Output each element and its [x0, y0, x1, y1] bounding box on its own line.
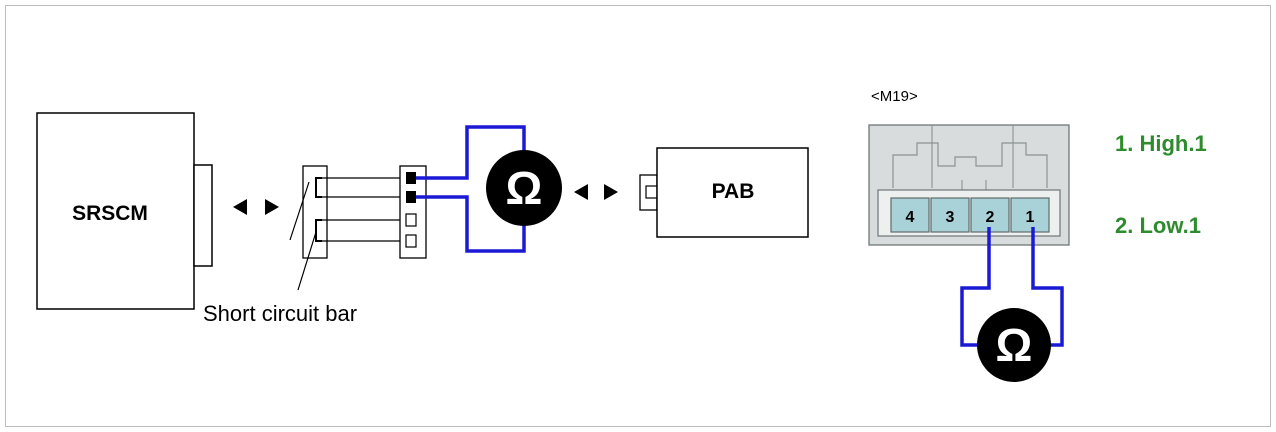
ohmmeter-icon: Ω [977, 308, 1051, 382]
ohmmeter-leads-2 [960, 227, 1064, 347]
harness-wires [322, 177, 403, 242]
connector-pin: 3 [930, 197, 970, 233]
pab-side-connector [399, 165, 427, 259]
srscm-label: SRSCM [72, 202, 148, 225]
connector-pin: 2 [970, 197, 1010, 233]
pin-number: 1 [1026, 209, 1035, 226]
pin-high-label: 1. High.1 [1115, 131, 1207, 156]
connector-name: <M19> [871, 88, 918, 105]
ohmmeter-leads-1 [416, 125, 526, 253]
pab-module: PAB [639, 147, 809, 238]
connector-pin: 1 [1010, 197, 1050, 233]
pin-number: 3 [946, 209, 955, 226]
ohm-symbol: Ω [996, 319, 1033, 371]
connector-pin: 4 [890, 197, 930, 233]
ohm-symbol: Ω [506, 162, 543, 214]
m19-connector: 4 3 2 1 [868, 124, 1070, 246]
short-circuit-bar-label: Short circuit bar [203, 301, 357, 326]
pin-number: 2 [986, 209, 995, 226]
short-circuit-connector [289, 165, 328, 291]
ohmmeter-icon: Ω [486, 150, 562, 226]
pab-label: PAB [712, 180, 755, 203]
srscm-module: SRSCM [36, 112, 213, 310]
double-arrow-icon [574, 184, 618, 200]
pin-low-label: 2. Low.1 [1115, 213, 1201, 238]
pin-number: 4 [906, 209, 915, 226]
double-arrow-icon [233, 199, 279, 215]
